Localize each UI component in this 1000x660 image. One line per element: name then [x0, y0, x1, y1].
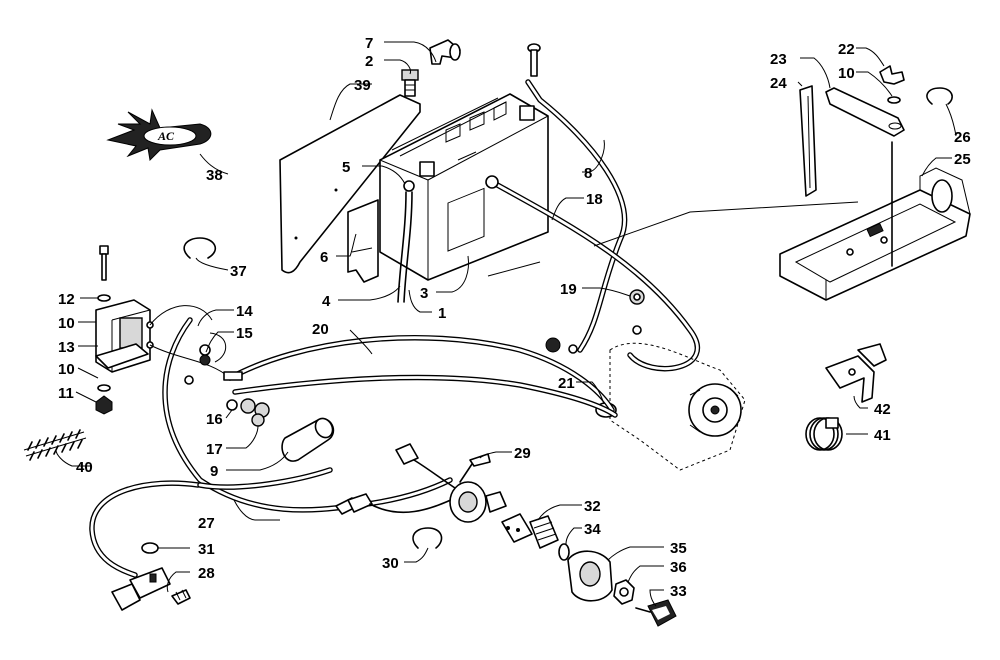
label-36: 36: [670, 559, 687, 576]
label-27: 27: [198, 515, 215, 532]
wing-nut: [879, 65, 905, 104]
battery-cables: [485, 43, 701, 372]
label-14: 14: [236, 303, 253, 320]
label-10-lower: 10: [58, 361, 75, 378]
switch-bezel: [567, 550, 613, 602]
label-23: 23: [770, 51, 787, 68]
label-25: 25: [954, 151, 971, 168]
label-15: 15: [236, 325, 253, 342]
label-2: 2: [365, 53, 373, 70]
logo-text: AC: [157, 129, 175, 143]
label-4: 4: [322, 293, 331, 310]
battery-holder-bracket: [347, 199, 379, 283]
spring: [23, 429, 87, 461]
label-29: 29: [514, 445, 531, 462]
mounting-bracket: [825, 343, 887, 403]
label-6: 6: [320, 249, 328, 266]
label-19: 19: [560, 281, 577, 298]
label-1: 1: [438, 305, 446, 322]
snap-ring-37: [183, 237, 217, 259]
vent-tube: [397, 191, 413, 303]
ignition-switch: [449, 481, 507, 523]
label-16: 16: [206, 411, 223, 428]
label-8: 7: [365, 35, 373, 52]
snap-ring-26: [926, 87, 953, 105]
label-35: 35: [670, 540, 687, 557]
battery-hold-down-strap: [799, 85, 905, 197]
label-26: 26: [954, 129, 971, 146]
terminal-hardware: [184, 332, 270, 427]
o-ring: [558, 543, 570, 561]
starter-motor: [609, 342, 746, 471]
battery: [379, 93, 549, 281]
hose-clamp: [805, 417, 843, 451]
label-7: 8: [584, 165, 592, 182]
label-42: 42: [874, 401, 891, 418]
label-24: 24: [770, 75, 787, 92]
label-41: 41: [874, 427, 891, 444]
vent-fitting: [403, 180, 415, 192]
battery-tray: [779, 141, 971, 301]
ignition-key: [635, 599, 677, 627]
label-5: 5: [342, 159, 350, 176]
connector-cap: [141, 542, 159, 554]
ignition-harness-connectors: [335, 443, 491, 515]
label-18: 18: [586, 191, 603, 208]
label-10-upper: 10: [58, 315, 75, 332]
label-21: 21: [558, 375, 575, 392]
terminal-boot: [429, 39, 461, 65]
leader-lines: [55, 41, 957, 607]
label-34: 34: [584, 521, 601, 538]
snap-ring-30: [412, 527, 443, 549]
label-37: 37: [230, 263, 247, 280]
callout-labels: 7 2 39 5 6 4 3 1 8 18 19 20 21 12 10 13 …: [58, 35, 971, 600]
logo-decal: AC: [106, 108, 212, 162]
key-switch: [501, 513, 559, 549]
battery-cover-plate: [279, 94, 421, 274]
main-wiring-harness: [89, 317, 618, 578]
label-20: 20: [312, 321, 329, 338]
label-28: 28: [198, 565, 215, 582]
label-38: 38: [206, 167, 223, 184]
label-12: 12: [58, 291, 75, 308]
terminal-cover: [281, 417, 335, 462]
label-11: 11: [58, 385, 74, 402]
label-10-tray: 10: [838, 65, 855, 82]
label-9: 9: [210, 463, 218, 480]
label-17: 17: [206, 441, 223, 458]
label-33: 33: [670, 583, 687, 600]
label-31: 31: [198, 541, 215, 558]
solenoid-assembly: [95, 245, 231, 415]
label-22: 22: [838, 41, 855, 58]
label-13: 13: [58, 339, 75, 356]
label-3: 3: [420, 285, 428, 302]
label-40: 40: [76, 459, 93, 476]
connector-plug: [111, 567, 191, 611]
label-32: 32: [584, 498, 601, 515]
label-39: 39: [354, 77, 371, 94]
starter-terminal-hardware: [545, 289, 645, 354]
switch-nut: [613, 579, 635, 605]
label-30: 30: [382, 555, 399, 572]
